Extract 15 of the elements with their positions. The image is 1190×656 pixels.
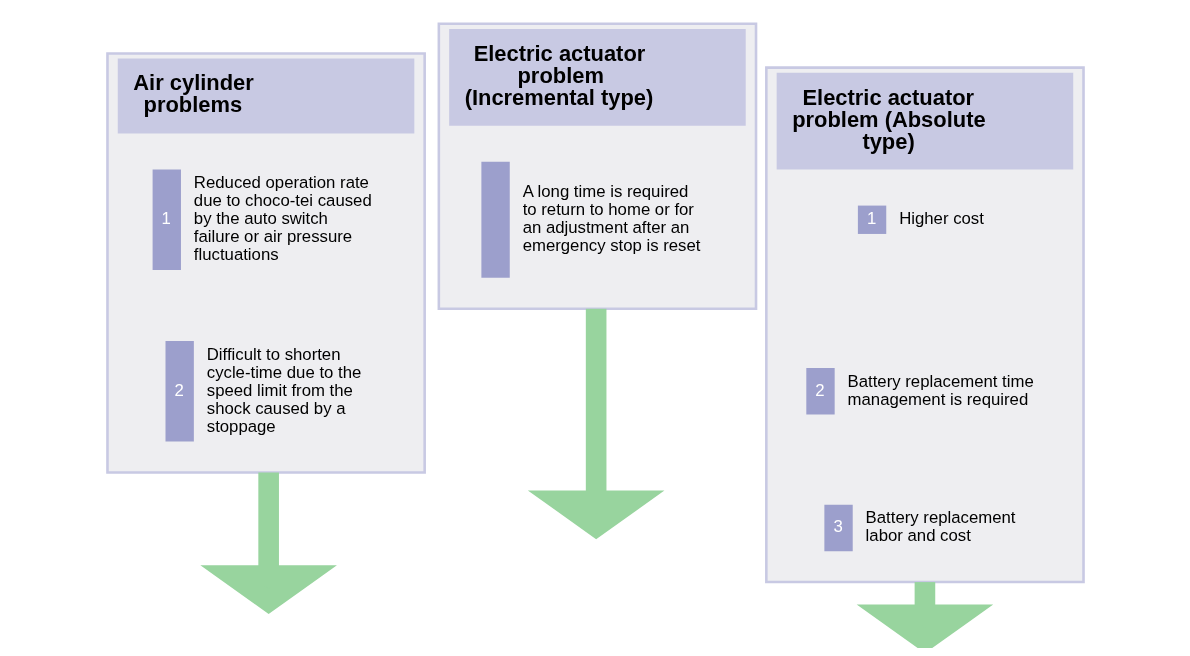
arrow (527, 308, 664, 540)
node-box: 1 (152, 169, 181, 271)
node-box: 2 (805, 368, 835, 415)
node-box: 3 (823, 504, 853, 552)
node-label: Higher cost (898, 209, 984, 229)
node-label: Difficult to shorten cycle-time due to the speed limit from the shock caused by a stoppage (206, 344, 361, 436)
node-label: Reduced operation rate due to choco-tei caused by the auto switch failure or air pressure fluctuations (193, 173, 372, 265)
node-bar (480, 161, 510, 278)
node-label: Battery replacement time management is required (847, 371, 1034, 409)
node-label: A long time is required to return to home or for an adjustment after an emergency stop is reset (522, 182, 700, 256)
node-box: 2 (165, 340, 194, 442)
node-box: 1 (857, 205, 886, 234)
arrow (856, 582, 993, 648)
arrow (199, 472, 337, 615)
node-label: Battery replacement labor and cost (865, 508, 1016, 546)
